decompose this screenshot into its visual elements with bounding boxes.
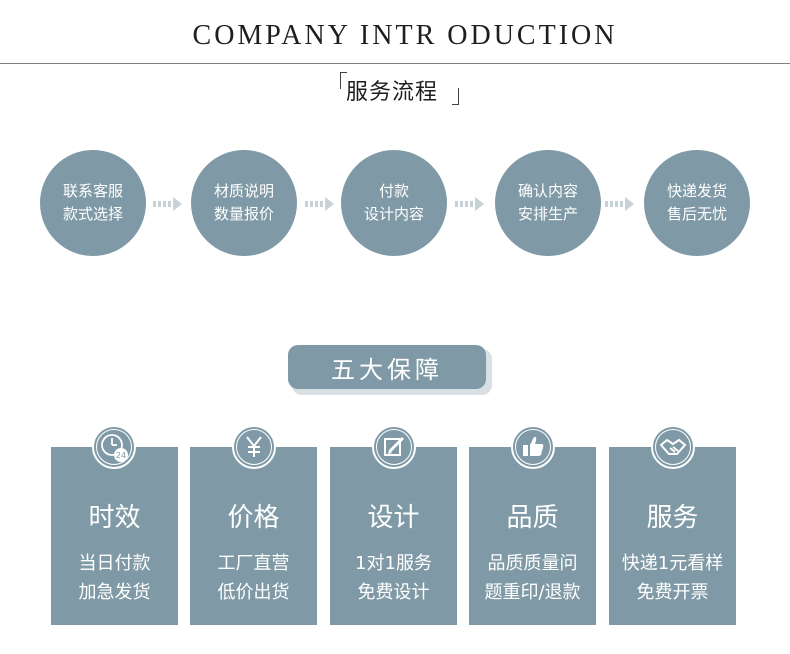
- card-title: 设计: [367, 503, 420, 533]
- process-step-5: 快递发货 售后无忧: [644, 150, 750, 256]
- yen-icon: [232, 425, 276, 469]
- header-title: COMPANY INTR ODUCTION: [192, 20, 618, 51]
- card-line: 1对1服务: [355, 553, 432, 574]
- card-line: 加急发货: [78, 582, 151, 603]
- card-line: 题重印/退款: [484, 582, 581, 603]
- badge-ring: [236, 429, 272, 465]
- card-line: 快递1元看样: [621, 553, 724, 574]
- process-step-line2: 售后无忧: [666, 205, 727, 223]
- process-step-line1: 付款: [378, 182, 409, 200]
- card-line: 当日付款: [78, 553, 151, 574]
- svg-text:24: 24: [116, 451, 126, 460]
- thumbs-up-icon-glyph: [523, 436, 544, 456]
- heading-corner-bottom-right: [452, 88, 459, 105]
- yen-icon-glyph: [246, 436, 262, 457]
- process-step-1: 联系客服 款式选择: [40, 150, 146, 256]
- handshake-icon-glyph: [659, 438, 687, 455]
- process-step-line1: 快递发货: [666, 182, 727, 200]
- guarantee-card-service: 服务 快递1元看样 免费开票: [609, 447, 736, 625]
- pencil-edit-icon: [372, 425, 416, 469]
- card-title: 时效: [88, 503, 141, 533]
- process-step-3: 付款 设计内容: [341, 150, 447, 256]
- process-step-line2: 数量报价: [213, 205, 274, 223]
- arrow-right-icon: [153, 197, 182, 211]
- guarantee-card-design: 设计 1对1服务 免费设计: [330, 447, 457, 625]
- process-step-line1: 确认内容: [517, 182, 578, 200]
- arrow-right-icon: [455, 197, 484, 211]
- card-line: 品质质量问: [487, 553, 578, 574]
- arrow-right-icon: [605, 197, 634, 211]
- process-step-line2: 设计内容: [363, 205, 424, 223]
- guarantee-banner: 五大保障: [288, 345, 486, 389]
- guarantee-card-price: 价格 工厂直营 低价出货: [190, 447, 317, 625]
- process-step-line2: 安排生产: [517, 205, 578, 223]
- thumbs-up-icon: [511, 425, 555, 469]
- badge-ring: [96, 429, 132, 465]
- badge-ring: [655, 429, 691, 465]
- process-step-line2: 款式选择: [62, 205, 123, 223]
- card-line: 工厂直营: [217, 553, 290, 574]
- card-title: 品质: [506, 503, 559, 533]
- process-step-line1: 材质说明: [213, 182, 274, 200]
- card-title: 服务: [646, 503, 699, 533]
- clock-24-icon: 24: [92, 425, 136, 469]
- process-step-2: 材质说明 数量报价: [191, 150, 297, 256]
- guarantee-card-timeliness: 时效 当日付款 加急发货: [51, 447, 178, 625]
- badge-ring: [376, 429, 412, 465]
- card-title: 价格: [227, 503, 280, 533]
- pencil-edit-icon-glyph: [384, 436, 405, 456]
- card-line: 免费设计: [357, 582, 430, 603]
- process-step-4: 确认内容 安排生产: [495, 150, 601, 256]
- handshake-icon: [651, 425, 695, 469]
- badge-ring: [515, 429, 551, 465]
- section-heading-text: 服务流程: [346, 80, 439, 105]
- section-heading: 服务流程: [340, 68, 460, 108]
- clock-24-icon-glyph: 24: [101, 434, 128, 462]
- header-divider: [0, 63, 790, 64]
- guarantee-card-quality: 品质 品质质量问 题重印/退款: [469, 447, 596, 625]
- process-step-line1: 联系客服: [62, 182, 123, 200]
- heading-corner-top-left: [340, 72, 347, 89]
- arrow-right-icon: [305, 197, 334, 211]
- card-line: 低价出货: [217, 582, 290, 603]
- card-line: 免费开票: [636, 582, 709, 603]
